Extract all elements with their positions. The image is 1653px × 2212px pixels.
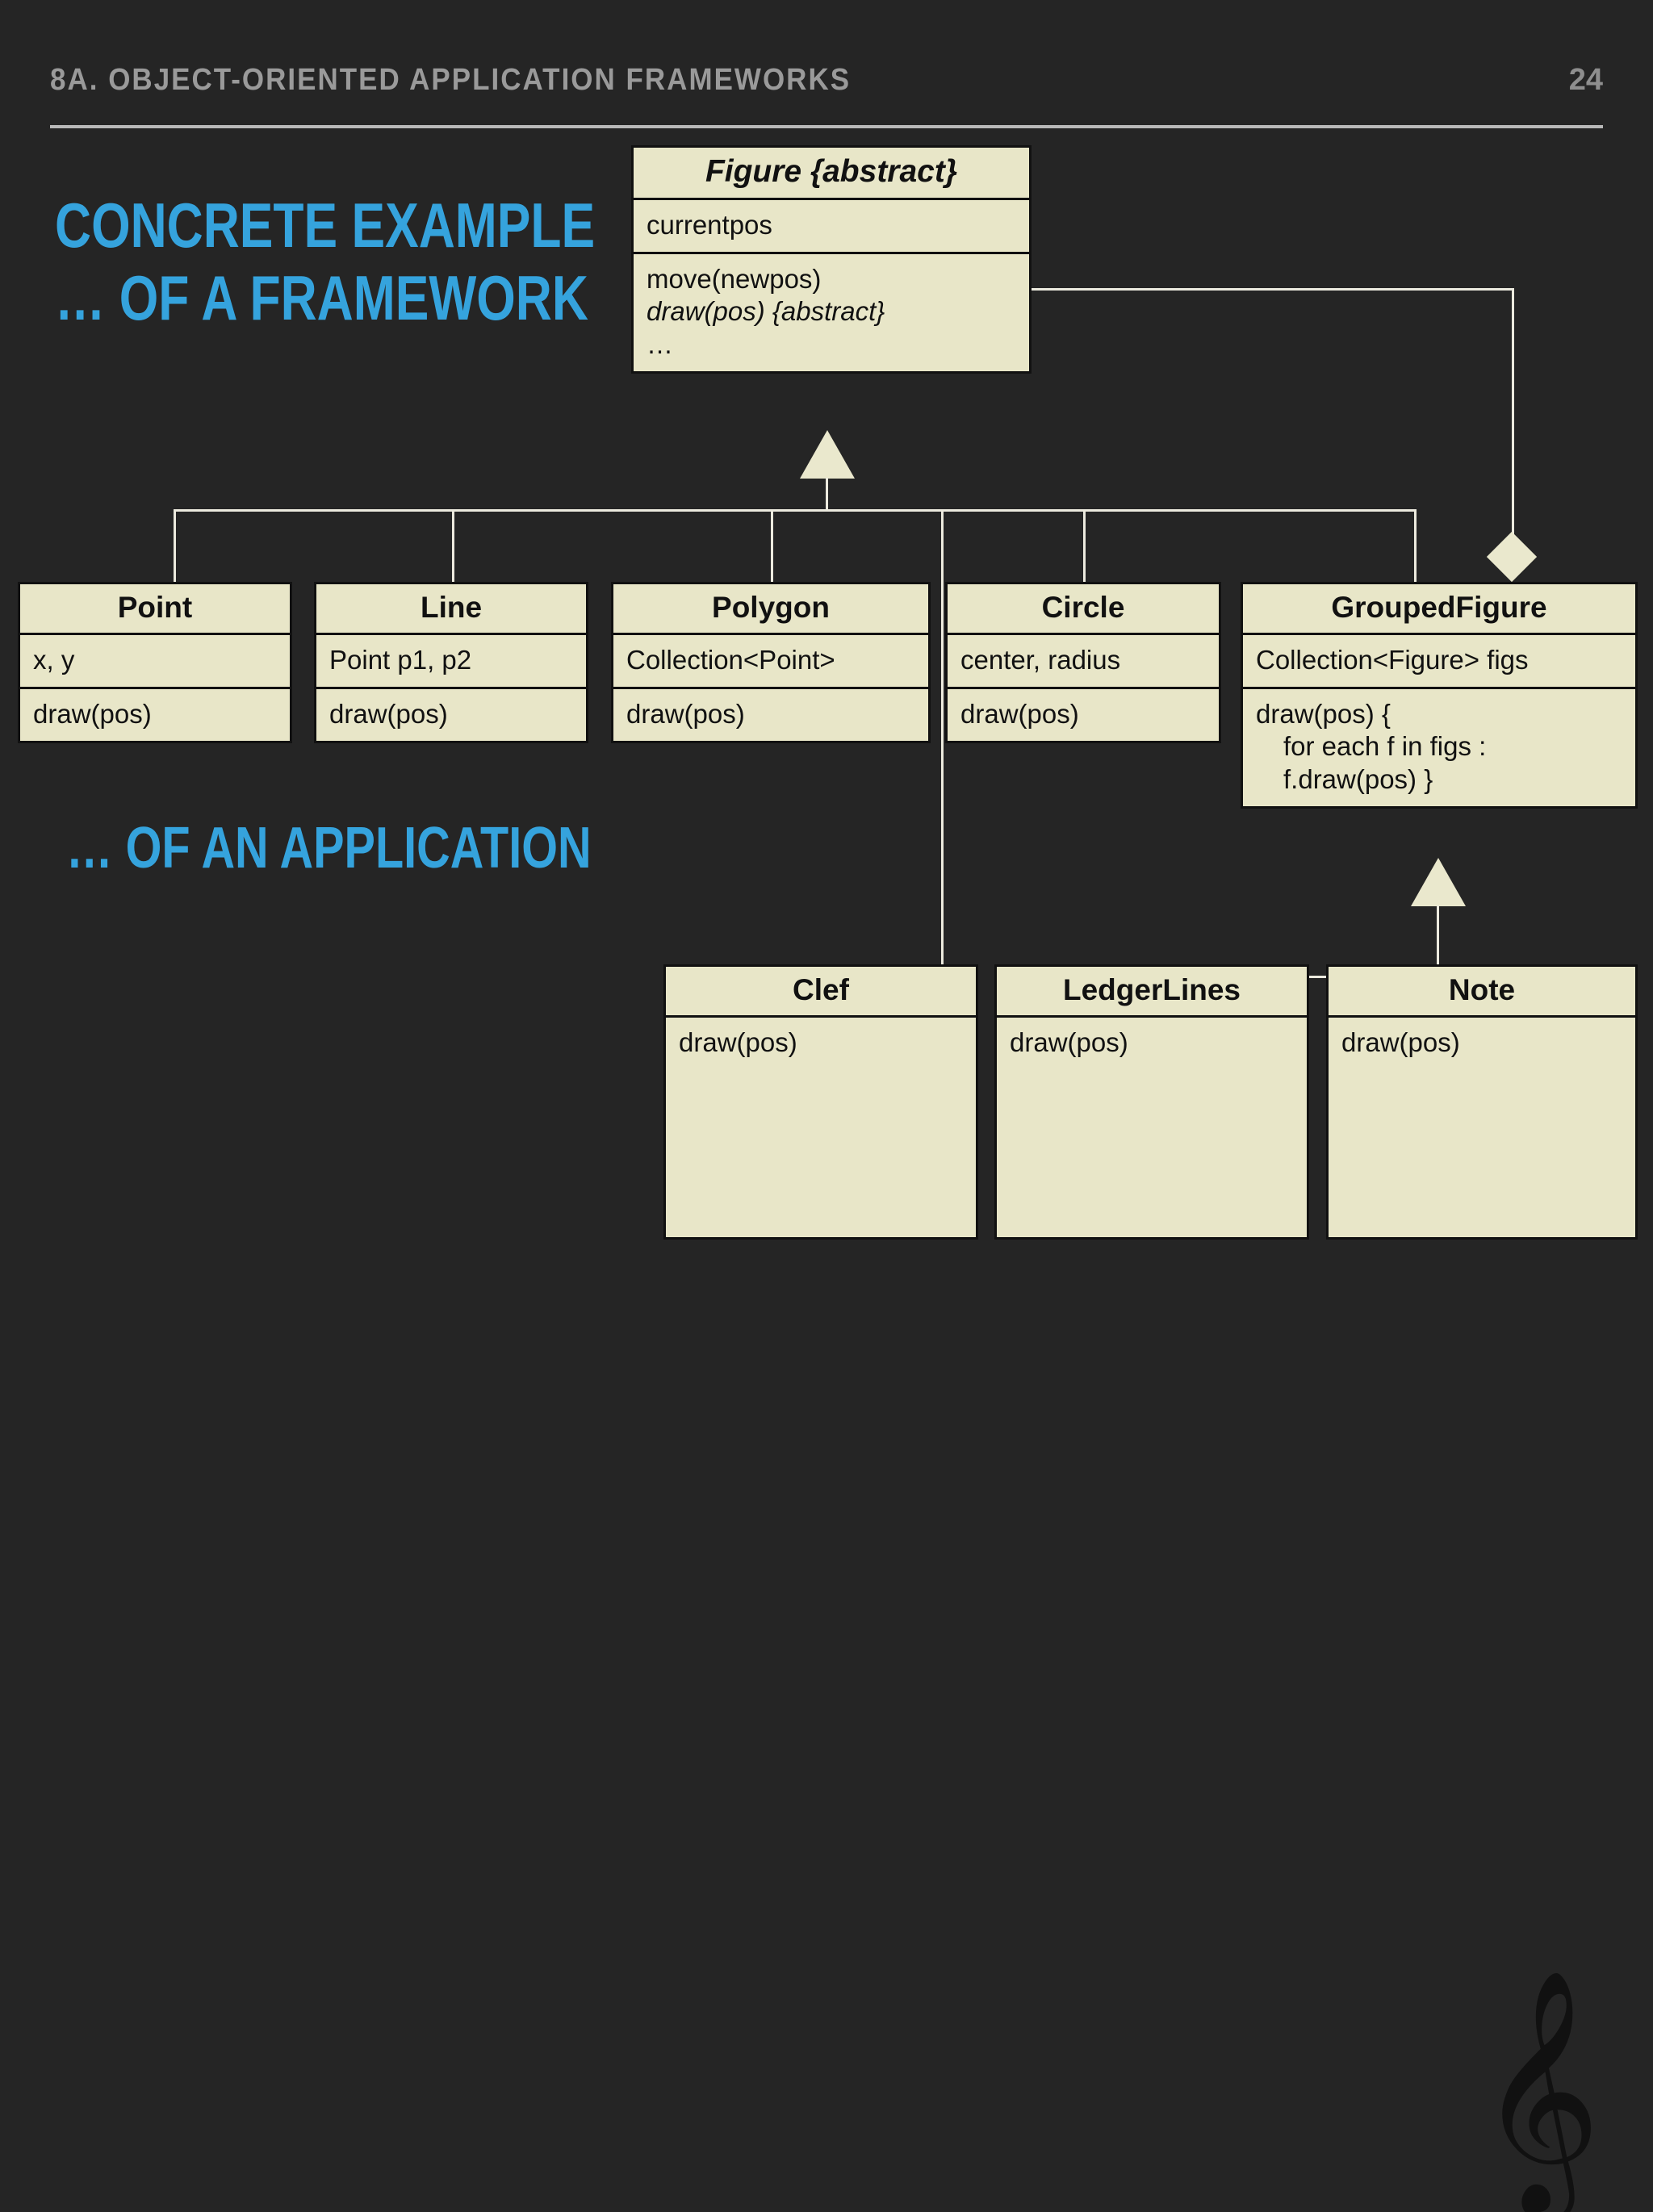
class-name-line: Line (316, 584, 586, 635)
aggregation-diamond (1486, 531, 1538, 583)
connector-aggregation-horizontal (1032, 288, 1514, 291)
connector-bus-top (174, 509, 1417, 512)
class-box-groupedfigure[interactable]: GroupedFigure Collection<Figure> figs dr… (1241, 582, 1638, 809)
connector-groupedfigure-stem (1437, 905, 1439, 978)
class-attributes-polygon: Collection<Point> (613, 635, 928, 690)
class-box-clef[interactable]: Clef draw(pos) 𝄞 (663, 964, 1601, 2195)
class-name-figure: Figure {abstract} (634, 148, 1029, 200)
class-box-polygon[interactable]: Polygon Collection<Point> draw(pos) (611, 582, 931, 744)
connector-stem-groupedfigure (1414, 509, 1417, 582)
class-attributes-line: Point p1, p2 (316, 635, 586, 690)
class-name-point: Point (20, 584, 290, 635)
page-number: 24 (1568, 63, 1603, 97)
connector-aggregation-vertical (1512, 288, 1514, 534)
generalization-triangle-groupedfigure (1411, 858, 1466, 906)
class-name-polygon: Polygon (613, 584, 928, 635)
class-operations-circle: draw(pos) (960, 699, 1079, 730)
heading-of-a-framework: … of a framework (55, 262, 588, 333)
class-operations-point: draw(pos) (33, 699, 152, 730)
class-attributes-groupedfigure: Collection<Figure> figs (1243, 635, 1635, 690)
connector-stem-point (174, 509, 176, 582)
class-operations-line: draw(pos) (329, 699, 448, 730)
class-operations-polygon: draw(pos) (626, 699, 745, 730)
class-attributes-figure: currentpos (634, 200, 1029, 255)
header-divider (50, 125, 1603, 128)
generalization-triangle-figure (800, 430, 855, 479)
class-operations-note: draw(pos) (1341, 1027, 1460, 1057)
heading-concrete-example: Concrete example (55, 190, 596, 261)
class-operations-ledgerlines: draw(pos) (1010, 1027, 1128, 1057)
connector-stem-polygon (771, 509, 773, 582)
class-operations-clef: draw(pos) (679, 1027, 797, 1057)
slide: 8A. Object-Oriented Application Framewor… (18, 63, 1638, 2195)
heading-of-an-application: … of an application (66, 816, 592, 880)
class-name-clef: Clef (666, 967, 976, 1018)
class-name-circle: Circle (948, 584, 1219, 635)
class-box-point[interactable]: Point x, y draw(pos) (18, 582, 292, 744)
connector-figure-stem (826, 478, 828, 512)
class-box-ledgerlines[interactable]: LedgerLines draw(pos) (994, 964, 1309, 1240)
connector-stem-line (452, 509, 454, 582)
class-operations-groupedfigure: draw(pos) { for each f in figs : f.draw(… (1256, 699, 1487, 794)
class-box-note[interactable]: Note draw(pos) ♫ (1326, 964, 1638, 1240)
class-box-circle[interactable]: Circle center, radius draw(pos) (945, 582, 1221, 744)
class-operations-figure: move(newpos) draw(pos) {abstract} … (647, 264, 885, 359)
class-attributes-circle: center, radius (948, 635, 1219, 690)
page-title: 8A. Object-Oriented Application Framewor… (50, 63, 852, 97)
class-box-figure[interactable]: Figure {abstract} currentpos move(newpos… (631, 145, 1032, 374)
connector-stem-circle (1083, 509, 1086, 582)
treble-clef-icon: 𝄞 (1477, 1968, 1601, 2212)
class-attributes-point: x, y (20, 635, 290, 690)
class-name-groupedfigure: GroupedFigure (1243, 584, 1635, 635)
connector-stem-clef (941, 509, 944, 965)
class-name-ledgerlines: LedgerLines (997, 967, 1307, 1018)
class-box-line[interactable]: Line Point p1, p2 draw(pos) (314, 582, 588, 744)
class-name-note: Note (1329, 967, 1635, 1018)
